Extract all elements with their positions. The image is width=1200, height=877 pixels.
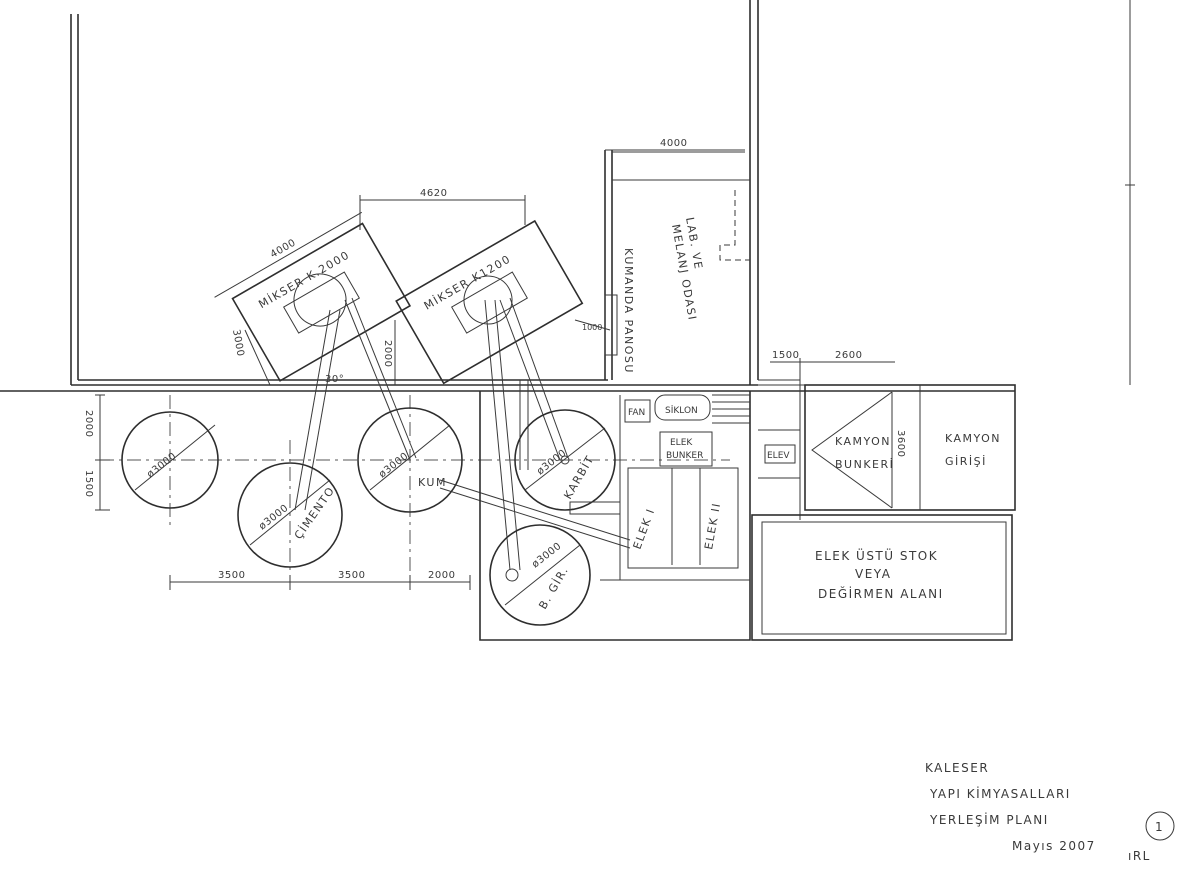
control-panel-label: KUMANDA PANOSU [622, 248, 635, 374]
screen-bunker-label-2: BUNKER [666, 451, 703, 461]
dim-1500-left: 1500 [83, 470, 94, 497]
bottom-dimensions: 3500 3500 2000 [169, 570, 471, 590]
dim-2000-mixer: 2000 [382, 340, 393, 367]
storage-label-1: ELEK ÜSTÜ STOK [815, 547, 938, 563]
small-screen: ELEV [758, 391, 801, 520]
silo-3-diameter: ø3000 [377, 451, 411, 481]
left-dimensions: 2000 1500 [83, 394, 110, 511]
silo-2-diameter: ø3000 [257, 503, 291, 533]
silo-5: ø3000 B. GİR. [489, 524, 591, 626]
dim-4000-top: 4000 [660, 138, 687, 149]
storage-label-2: VEYA [855, 567, 891, 581]
truck-bunker-label-1: KAMYON [835, 435, 891, 448]
silo-4-diameter: ø3000 [535, 448, 569, 478]
mixer-2: MİKSER K1200 [395, 219, 584, 385]
dim-3500-b: 3500 [338, 570, 365, 581]
silo-1-diameter: ø3000 [145, 451, 179, 481]
silo-3-content: KUM [418, 476, 447, 489]
mixer-2-label: MİKSER K1200 [422, 252, 514, 312]
title-line-3: YERLEŞİM PLANI [929, 812, 1049, 827]
dim-4620: 4620 [420, 188, 447, 199]
company-name: KALESER [925, 761, 989, 775]
small-screen-label: ELEV [767, 451, 790, 461]
sheet-number: 1 [1155, 820, 1164, 834]
fan-label: FAN [628, 408, 645, 418]
dim-3000: 3000 [230, 329, 246, 358]
signature: ıRL [1128, 849, 1151, 863]
silo-5-content: B. GİR. [536, 564, 571, 612]
storage-area: ELEK ÜSTÜ STOK VEYA DEĞİRMEN ALANI [751, 514, 1013, 641]
truck-bunker-label-2: BUNKERİ [835, 458, 894, 471]
screen-bunker-label-1: ELEK [670, 438, 693, 448]
screen-1-label: ELEK I [631, 506, 658, 551]
dim-1500: 1500 [772, 350, 799, 361]
truck-entry-label-2: GİRİŞİ [945, 455, 987, 468]
dim-2000-left: 2000 [83, 410, 94, 437]
dim-3500-a: 3500 [218, 570, 245, 581]
dim-2000-bottom: 2000 [428, 570, 455, 581]
storage-label-3: DEĞİRMEN ALANI [818, 586, 944, 601]
cyclone-label: SİKLON [665, 405, 698, 416]
dim-2600: 2600 [835, 350, 862, 361]
sheet-number-circle [1145, 811, 1175, 841]
conveyors [294, 297, 631, 571]
angle-30: 30° [325, 374, 344, 385]
truck-bunker: KAMYON BUNKERİ 3600 KAMYON GİRİŞİ [804, 384, 1016, 511]
title-line-2: YAPI KİMYASALLARI [929, 786, 1071, 801]
dim-3600: 3600 [895, 430, 906, 457]
screen-2-label: ELEK II [702, 501, 723, 550]
lab-room: LAB. VE MELANJ ODASI KUMANDA PANOSU [604, 150, 750, 380]
truck-entry-label-1: KAMYON [945, 432, 1001, 445]
title-block: KALESER YAPI KİMYASALLARI YERLEŞİM PLANI… [925, 761, 1175, 863]
dim-1000: 1000 [582, 323, 602, 332]
drawing-date: Mayıs 2007 [1012, 839, 1096, 853]
building-walls [0, 0, 1135, 392]
